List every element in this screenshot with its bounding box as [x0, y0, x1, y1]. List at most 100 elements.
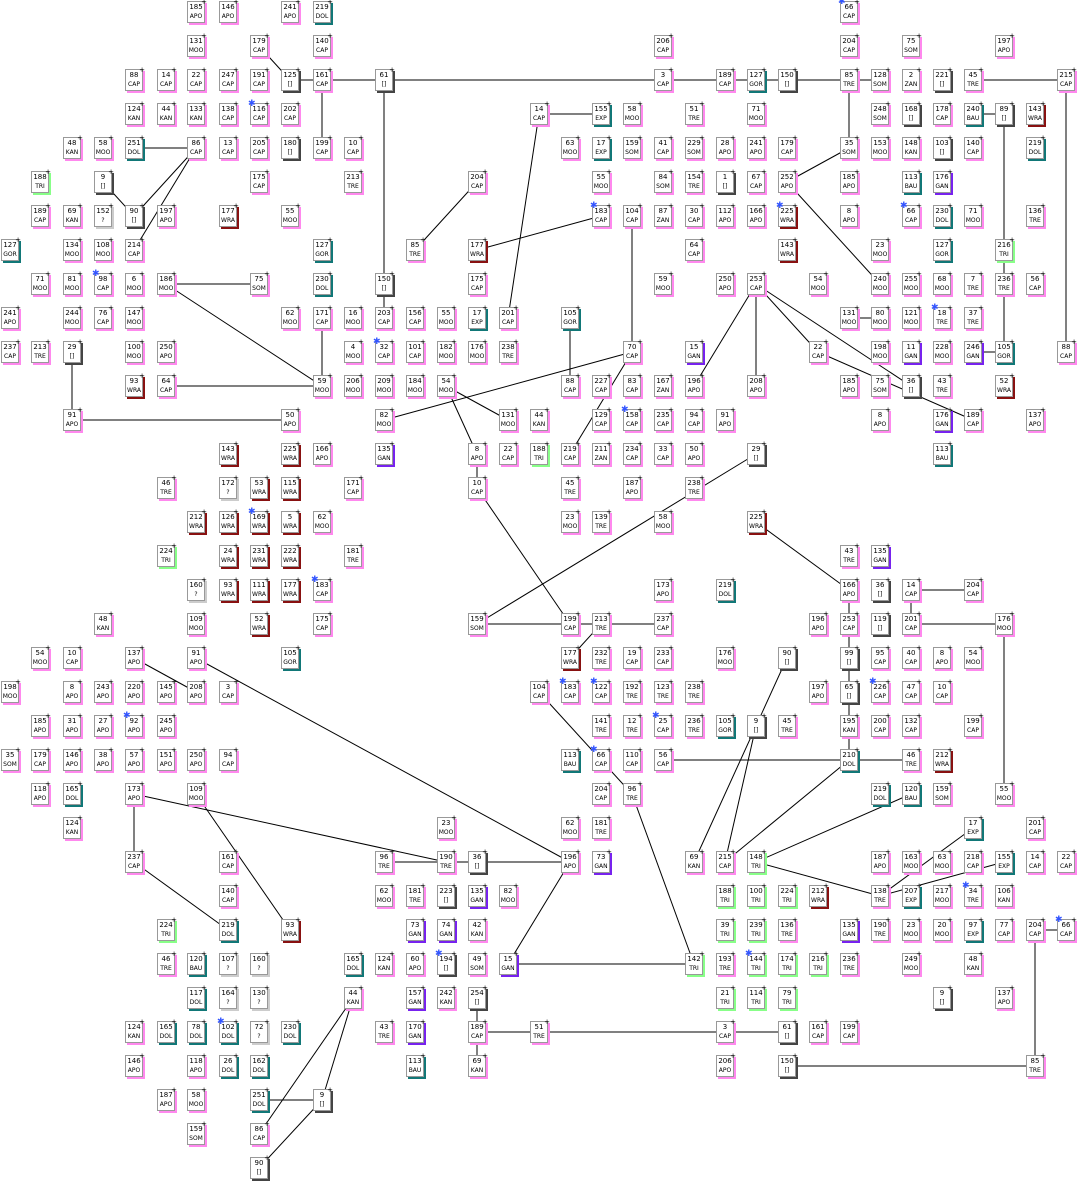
expand-plus-icon[interactable]: + — [761, 202, 767, 210]
expand-plus-icon[interactable]: + — [77, 712, 83, 720]
game-node[interactable]: 164?+ — [219, 985, 239, 1009]
expand-plus-icon[interactable]: + — [1040, 100, 1046, 108]
expand-plus-icon[interactable]: + — [139, 202, 145, 210]
expand-plus-icon[interactable]: + — [233, 66, 239, 74]
expand-plus-icon[interactable]: + — [482, 916, 488, 924]
expand-plus-icon[interactable]: + — [668, 644, 674, 652]
expand-plus-icon[interactable]: + — [420, 236, 426, 244]
expand-plus-icon[interactable]: + — [327, 440, 333, 448]
expand-plus-icon[interactable]: + — [171, 202, 177, 210]
game-node[interactable]: 107?+ — [219, 951, 239, 975]
expand-plus-icon[interactable]: + — [389, 304, 395, 312]
game-node[interactable]: 130?+ — [250, 985, 270, 1009]
expand-plus-icon[interactable]: + — [108, 610, 114, 618]
expand-plus-icon[interactable]: + — [201, 610, 207, 618]
expand-plus-icon[interactable]: + — [668, 168, 674, 176]
expand-plus-icon[interactable]: + — [1009, 916, 1015, 924]
expand-plus-icon[interactable]: + — [699, 474, 705, 482]
game-node[interactable]: 61[]+ — [375, 67, 395, 91]
expand-plus-icon[interactable]: + — [978, 270, 984, 278]
expand-plus-icon[interactable]: + — [885, 610, 891, 618]
game-node[interactable]: 103[]+ — [933, 135, 953, 159]
expand-plus-icon[interactable]: + — [327, 236, 333, 244]
expand-plus-icon[interactable]: + — [1040, 916, 1046, 924]
expand-plus-icon[interactable]: + — [295, 1018, 301, 1026]
expand-plus-icon[interactable]: + — [327, 508, 333, 516]
expand-plus-icon[interactable]: + — [854, 32, 860, 40]
expand-plus-icon[interactable]: + — [171, 1018, 177, 1026]
expand-plus-icon[interactable]: + — [77, 644, 83, 652]
expand-plus-icon[interactable]: + — [575, 134, 581, 142]
expand-plus-icon[interactable]: + — [77, 236, 83, 244]
expand-plus-icon[interactable]: + — [139, 270, 145, 278]
expand-plus-icon[interactable]: + — [482, 984, 488, 992]
game-node[interactable]: 29[]+ — [747, 441, 767, 465]
expand-plus-icon[interactable]: + — [916, 576, 922, 584]
expand-plus-icon[interactable]: + — [327, 270, 333, 278]
expand-plus-icon[interactable]: + — [730, 168, 736, 176]
expand-plus-icon[interactable]: + — [637, 712, 643, 720]
game-node[interactable]: 125[]+ — [281, 67, 301, 91]
expand-plus-icon[interactable]: + — [358, 950, 364, 958]
expand-plus-icon[interactable]: + — [389, 338, 395, 346]
expand-plus-icon[interactable]: + — [77, 202, 83, 210]
expand-plus-icon[interactable]: + — [792, 134, 798, 142]
expand-plus-icon[interactable]: + — [233, 882, 239, 890]
expand-plus-icon[interactable]: + — [45, 338, 51, 346]
expand-plus-icon[interactable]: + — [916, 32, 922, 40]
expand-plus-icon[interactable]: + — [668, 678, 674, 686]
game-node[interactable]: 150[]+ — [778, 1053, 798, 1077]
expand-plus-icon[interactable]: + — [420, 984, 426, 992]
expand-plus-icon[interactable]: + — [1009, 270, 1015, 278]
